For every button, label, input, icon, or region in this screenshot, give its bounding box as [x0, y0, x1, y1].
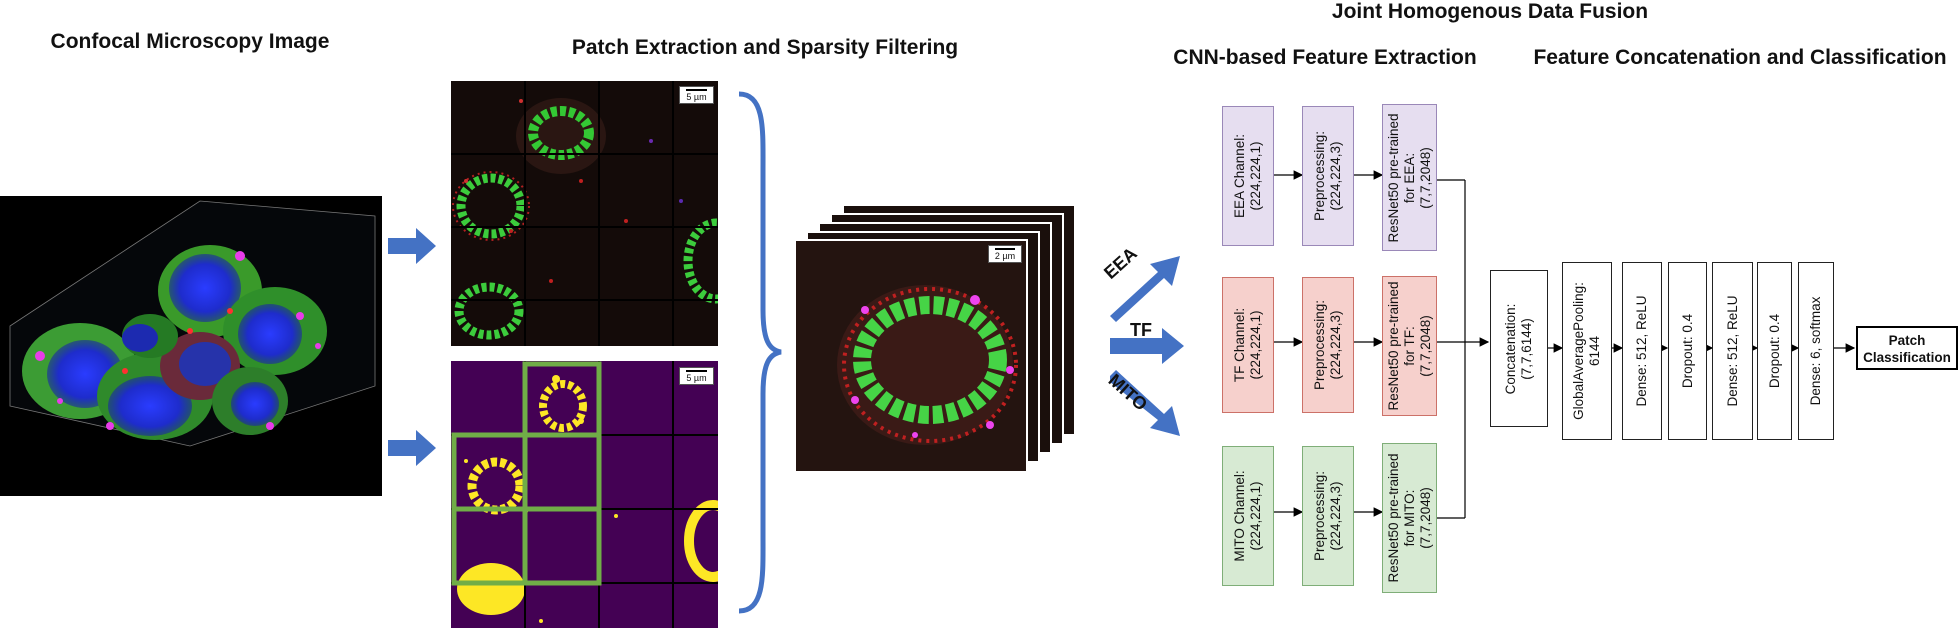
- arrow-tf: [1110, 328, 1184, 364]
- dense-512-relu-box-2: Dense: 512, ReLU: [1712, 262, 1753, 440]
- title-concat-classification: Feature Concatenation and Classification: [1533, 46, 1947, 69]
- sparsity-mask-image: [451, 361, 718, 628]
- mito-preprocessing-box: Preprocessing:(224,224,3): [1302, 446, 1354, 586]
- selected-patch-outlines: [451, 361, 602, 586]
- scale-bar-stack: 2 µm: [988, 245, 1022, 263]
- dropout-box-2: Dropout: 0.4: [1757, 262, 1792, 440]
- concatenation-box: Concatenation:(7,7,6144): [1490, 270, 1548, 427]
- title-microscopy: Confocal Microscopy Image: [50, 30, 330, 53]
- cell-cluster: [22, 245, 327, 440]
- scale-bar-mask: 5 µm: [679, 367, 714, 385]
- eea-channel-box: EEA Channel:(224,224,1): [1222, 106, 1274, 246]
- dense-6-softmax-box: Dense: 6, softmax: [1798, 262, 1834, 440]
- arrow-to-grid-image: [388, 228, 436, 264]
- global-avg-pooling-box: GlobalAveragePooling:6144: [1562, 262, 1612, 440]
- eea-preprocessing-box: Preprocessing:(224,224,3): [1302, 106, 1354, 246]
- scale-bar-grid: 5 µm: [679, 86, 714, 104]
- arrow-to-mask-image: [388, 430, 436, 466]
- stacked-channel-images: [795, 204, 1076, 473]
- tf-preprocessing-box: Preprocessing:(224,224,3): [1302, 277, 1354, 413]
- title-cnn-extraction: CNN-based Feature Extraction: [1173, 46, 1477, 69]
- dropout-box-1: Dropout: 0.4: [1668, 262, 1707, 440]
- patch-grid-image: [451, 81, 718, 346]
- arrow-eea: [1110, 256, 1180, 322]
- network-connectors: [1273, 170, 1856, 519]
- channel-split-arrows: [1110, 256, 1184, 436]
- title-patch-extraction: Patch Extraction and Sparsity Filtering: [571, 36, 959, 59]
- mito-channel-box: MITO Channel:(224,224,1): [1222, 446, 1274, 586]
- title-data-fusion: Joint Homogenous Data Fusion: [1331, 0, 1649, 23]
- dense-512-relu-box-1: Dense: 512, ReLU: [1622, 262, 1662, 440]
- tf-channel-box: TF Channel:(224,224,1): [1222, 277, 1274, 413]
- arrow-mito: [1110, 370, 1180, 436]
- curly-brace: [738, 91, 782, 614]
- label-tf: TF: [1130, 320, 1152, 340]
- confocal-3d-image: [0, 196, 382, 496]
